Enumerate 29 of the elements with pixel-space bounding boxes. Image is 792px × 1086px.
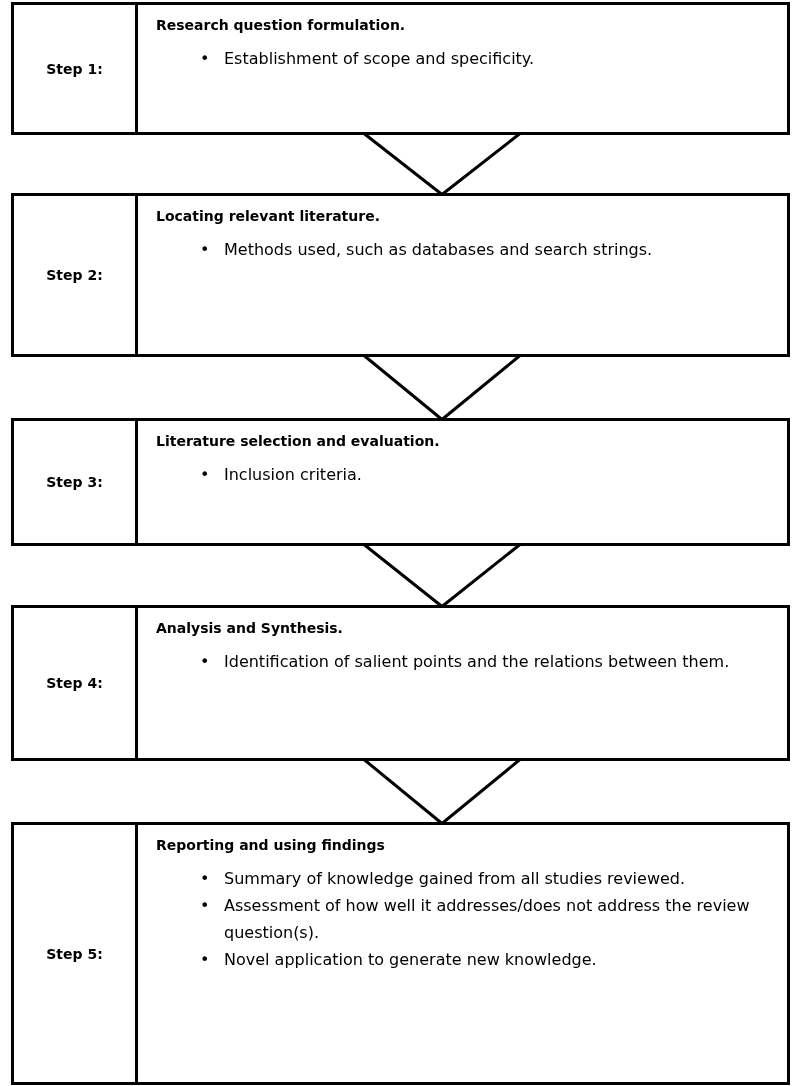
- bullet-mark: •: [200, 239, 211, 261]
- step-box: [11, 605, 790, 761]
- step-box: [11, 822, 790, 1085]
- bullet-text: Summary of knowledge gained from all studies reviewed.: [224, 868, 686, 890]
- bullet-mark: •: [200, 868, 211, 890]
- step-box: [11, 193, 790, 357]
- step-label: Step 1:: [46, 60, 103, 77]
- step-heading: Research question formulation.: [156, 17, 406, 33]
- bullet-mark: •: [200, 464, 211, 486]
- step-heading: Literature selection and evaluation.: [156, 433, 440, 449]
- step-label: Step 2:: [46, 267, 103, 283]
- bullet-mark: •: [200, 895, 211, 917]
- bullet-text: Assessment of how well it addresses/does not address the review question(s).: [224, 895, 751, 944]
- step-heading: Locating relevant literature.: [156, 208, 380, 224]
- bullet-mark: •: [200, 949, 211, 971]
- step-box: [11, 2, 790, 135]
- step-label: Step 5:: [46, 945, 103, 962]
- bullet-text: Establishment of scope and specificity.: [224, 48, 535, 70]
- bullet-text: Methods used, such as databases and search strings.: [224, 239, 653, 261]
- step-heading: Analysis and Synthesis.: [156, 620, 343, 636]
- bullet-mark: •: [200, 651, 211, 673]
- step-label: Step 3:: [46, 474, 103, 490]
- step-label: Step 4:: [46, 675, 103, 691]
- bullet-mark: •: [200, 48, 211, 70]
- bullet-text: Identification of salient points and the relations between them.: [224, 651, 730, 673]
- step-box: [11, 418, 790, 546]
- bullet-text: Inclusion criteria.: [224, 464, 362, 486]
- bullet-text: Novel application to generate new knowledge.: [224, 949, 597, 971]
- step-heading: Reporting and using findings: [156, 837, 385, 853]
